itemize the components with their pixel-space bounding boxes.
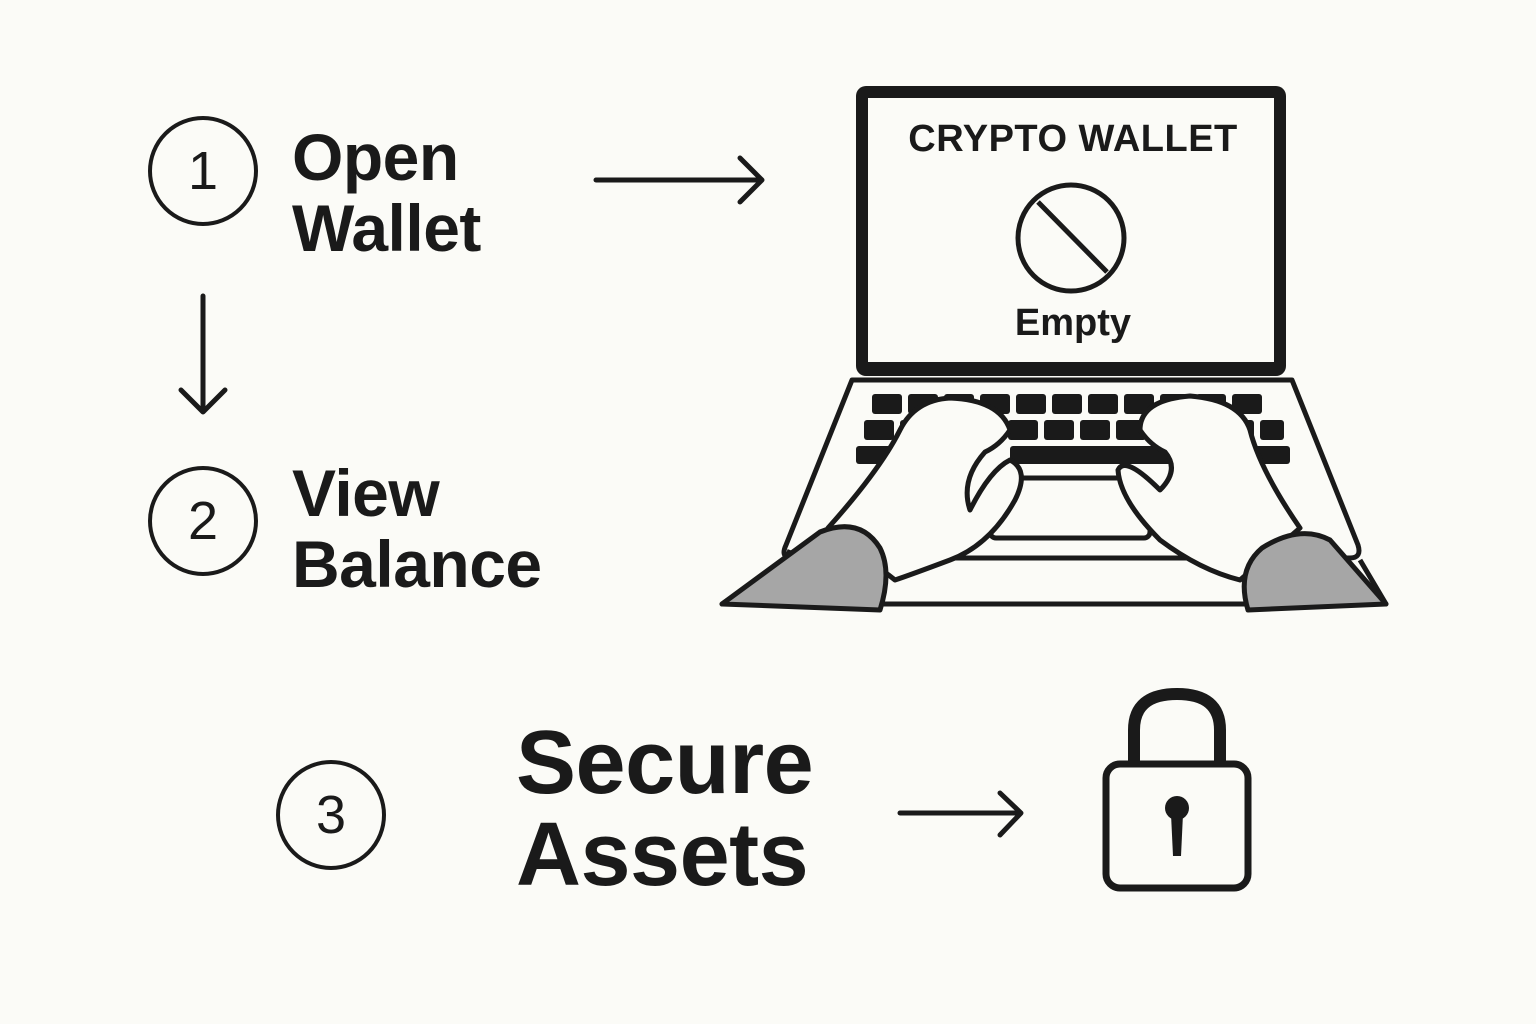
step-label-line: Assets bbox=[516, 804, 809, 905]
arrow-down-icon bbox=[178, 293, 228, 415]
step-label-line: Wallet bbox=[292, 191, 481, 266]
step-label: Open Wallet bbox=[292, 120, 481, 266]
step-label-line: Open bbox=[292, 120, 459, 194]
step-label-line: Secure bbox=[516, 713, 814, 813]
step-number-badge: 3 bbox=[276, 760, 386, 870]
laptop-illustration bbox=[719, 86, 1389, 613]
step-number: 2 bbox=[187, 491, 219, 551]
left-sleeve bbox=[719, 524, 889, 613]
left-hand bbox=[825, 395, 1024, 583]
laptop-screen bbox=[868, 98, 1274, 362]
step-number-badge: 2 bbox=[148, 466, 258, 576]
step-number: 3 bbox=[315, 785, 347, 845]
right-hand bbox=[1115, 393, 1303, 583]
arrow-right-icon bbox=[897, 790, 1024, 838]
wallet-balance-status: Empty bbox=[1014, 302, 1132, 344]
arrow-right-icon bbox=[593, 155, 765, 205]
prohibited-icon bbox=[1015, 182, 1127, 294]
padlock-icon bbox=[1102, 687, 1252, 892]
step-number: 1 bbox=[187, 141, 219, 201]
wallet-screen-title: CRYPTO WALLET bbox=[908, 118, 1238, 160]
step-label-line: Balance bbox=[292, 527, 542, 602]
step-label: Secure Assets bbox=[516, 713, 814, 905]
right-sleeve bbox=[1241, 531, 1389, 613]
step-number-badge: 1 bbox=[148, 116, 258, 226]
step-label-line: View bbox=[292, 456, 440, 530]
step-label: View Balance bbox=[292, 456, 542, 602]
